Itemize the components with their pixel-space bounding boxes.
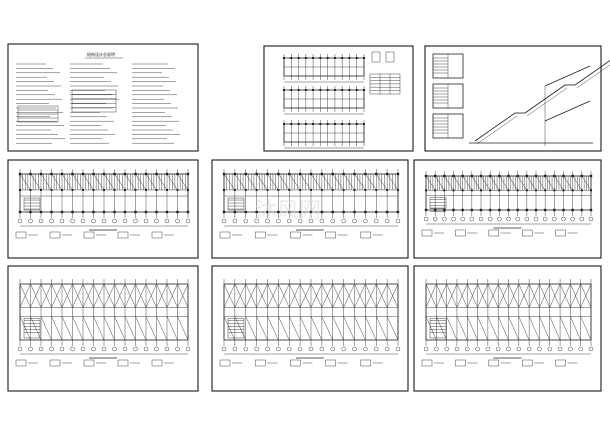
sheet-plan-r3-1 <box>7 265 199 392</box>
sheet-border <box>211 265 409 392</box>
watermark-text: 沐风网 <box>255 199 321 224</box>
sheet-plan-r3-3 <box>413 265 602 392</box>
sheet-stair-detail <box>424 45 610 152</box>
sheet-border <box>211 159 409 259</box>
sheet-plan-r3-2 <box>211 265 409 392</box>
sheet-plan-r2-2 <box>211 159 409 259</box>
sheet-border <box>7 159 199 259</box>
sheet-layer: 结构设计总说明 <box>7 43 610 392</box>
sheet-plan-r2-1 <box>7 159 199 259</box>
sheet-border <box>263 45 414 152</box>
sheet-border <box>7 265 199 392</box>
sheet-plan-r2-3 <box>413 159 602 259</box>
sheet-border <box>7 43 199 152</box>
sheet-beam-detail <box>263 45 414 152</box>
sheet-border <box>424 45 602 152</box>
notes-title: 结构设计总说明 <box>87 51 115 57</box>
sheet-border <box>413 265 602 392</box>
sheet-notes: 结构设计总说明 <box>7 43 199 152</box>
